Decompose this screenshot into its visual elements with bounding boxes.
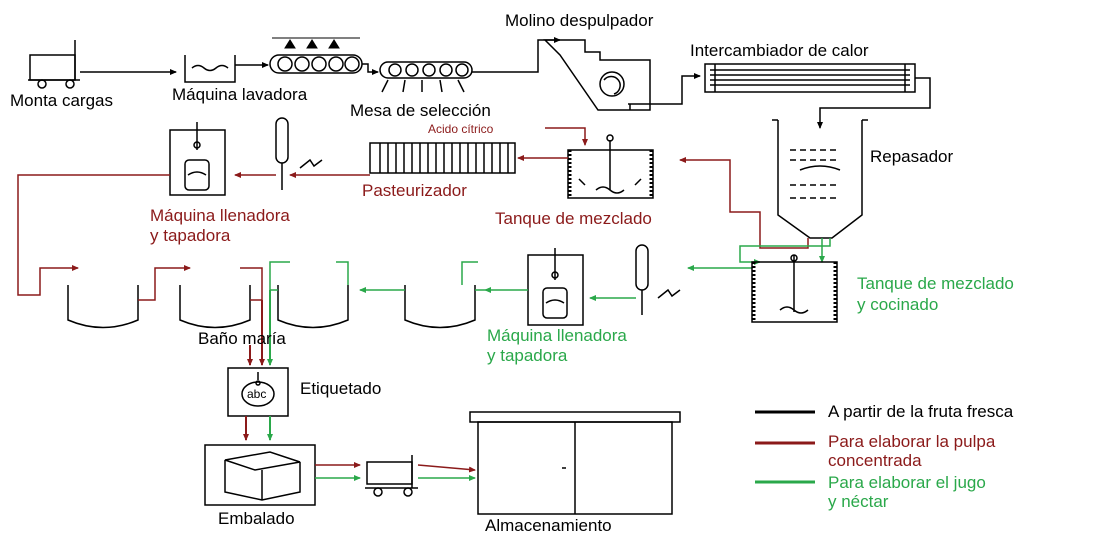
legend-text-fruta: A partir de la fruta fresca [828, 402, 1014, 421]
tanque-cocinado-icon [751, 254, 838, 323]
legend-text-pulpa: Para elaborar la pulpa concentrada [828, 432, 996, 470]
pasteurizador-icon [369, 142, 516, 174]
embalado-icon [204, 444, 316, 506]
label-maquina-lavadora: Máquina lavadora [172, 85, 308, 104]
label-llenadora-green-2: y tapadora [487, 346, 568, 365]
label-repasador: Repasador [870, 147, 954, 166]
repasador-icon [772, 119, 868, 239]
flow-arrow-exchanger-to-repasador [817, 77, 931, 129]
label-bano-maria: Baño maría [198, 329, 286, 348]
llenadora-red-icon [169, 122, 226, 196]
flow-arrow-repasador-red [679, 157, 809, 249]
intercambiador-calor-icon [704, 63, 916, 93]
carro-almacen-icon [365, 455, 418, 497]
llenadora-green-icon [527, 248, 584, 326]
flow-arrow-to-selection [362, 63, 379, 75]
maquina-lavadora-icon [184, 55, 236, 83]
molino-despulpador-icon [543, 39, 651, 111]
dosificador-red-icon [275, 117, 323, 190]
flow-arrow-to-mill [472, 37, 561, 73]
label-tanque-cocinado-2: y cocinado [857, 295, 939, 314]
flow-line-red-bano-2 [240, 267, 263, 301]
flow-line-green-bano-1 [360, 261, 485, 290]
label-intercambiador: Intercambiador de calor [690, 41, 869, 60]
flow-line-green-bano-2 [269, 261, 349, 291]
label-mesa-seleccion: Mesa de selección [350, 101, 491, 120]
label-llenadora-green-1: Máquina llenadora [487, 326, 627, 345]
label-llenadora-red-2: y tapadora [150, 226, 231, 245]
etiquetado-icon [227, 367, 289, 417]
bano-maria-tanks-icon [67, 285, 476, 329]
label-tanque-cocinado-1: Tanque de mezclado [857, 274, 1014, 293]
legend [755, 410, 815, 484]
flow-arrow-repasador-green [739, 238, 831, 265]
flow-arrow-cart-red-to-store [417, 464, 476, 473]
label-pasteurizador: Pasteurizador [362, 181, 467, 200]
label-molino: Molino despulpador [505, 11, 654, 30]
conveyor-rollers-icon [269, 54, 363, 74]
acido-citrico-feed-arrow [545, 127, 588, 146]
flow-line-red-bano-1 [138, 265, 191, 301]
monta-cargas-icon [28, 40, 80, 89]
almacenamiento-icon [469, 411, 681, 515]
dosificador-green-icon [635, 244, 681, 315]
label-almacenamiento: Almacenamiento [485, 516, 612, 535]
label-monta-cargas: Monta cargas [10, 91, 113, 110]
label-abc: abc [247, 387, 267, 401]
label-tanque-mezclado: Tanque de mezclado [495, 209, 652, 228]
label-llenadora-red-1: Máquina llenadora [150, 206, 290, 225]
sprinkler-icon [272, 37, 360, 49]
flow-line-red-to-bano [17, 174, 170, 296]
label-acido-citrico: Acido cítrico [428, 122, 494, 136]
mesa-seleccion-icon [379, 61, 473, 93]
flow-arrow-mill-to-heat-exchanger [628, 76, 700, 110]
legend-text-jugo: Para elaborar el jugo y néctar [828, 473, 986, 511]
label-etiquetado: Etiquetado [300, 379, 382, 398]
tanque-mezclado-icon [567, 134, 654, 199]
label-embalado: Embalado [218, 509, 295, 528]
